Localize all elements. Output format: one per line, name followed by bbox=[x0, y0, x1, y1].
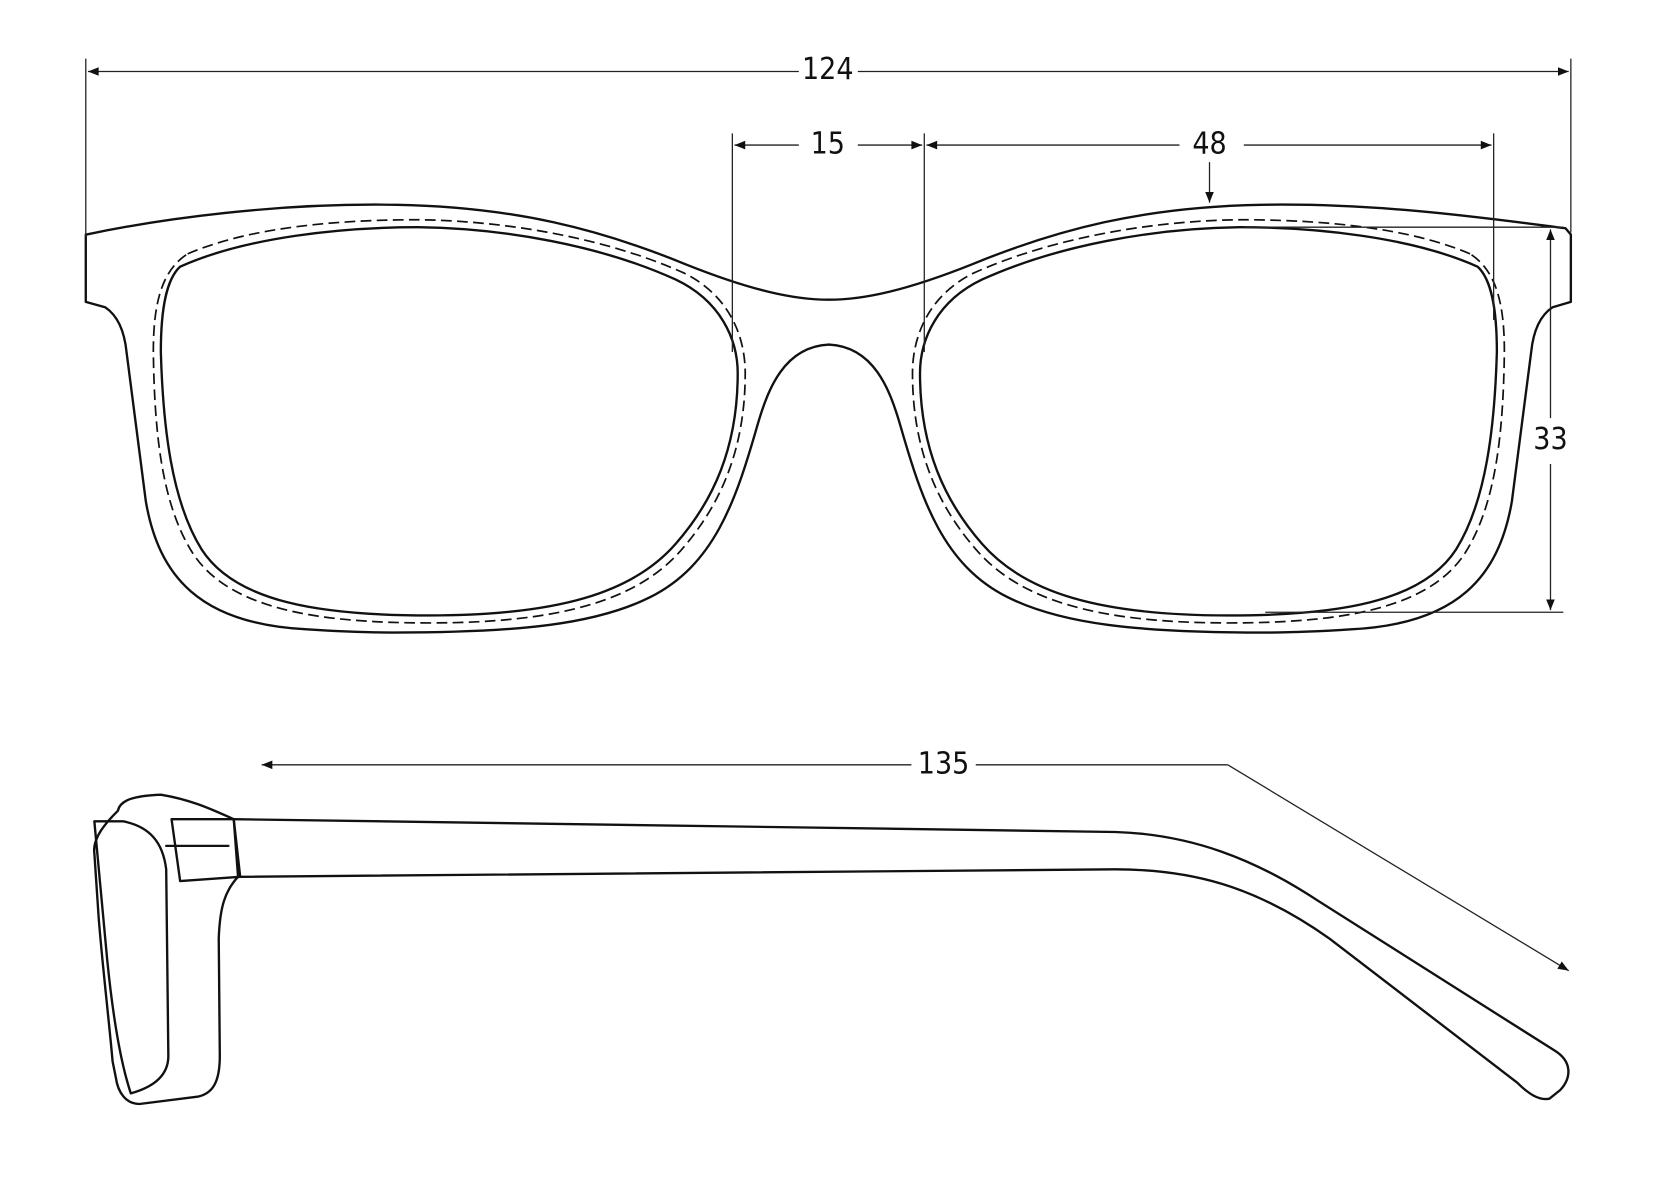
temple-length-label: 135 bbox=[918, 746, 970, 781]
bridge-width-label: 15 bbox=[811, 127, 845, 162]
right-lens-dashed bbox=[911, 218, 1506, 624]
hinge-block bbox=[170, 818, 242, 883]
total-width-label: 124 bbox=[802, 52, 854, 87]
left-lens-dashed bbox=[152, 218, 747, 624]
side-view bbox=[93, 793, 1570, 1106]
dimension-lens-width: 48 bbox=[926, 127, 1495, 320]
right-lens-rim bbox=[918, 226, 1499, 617]
temple-arm bbox=[232, 818, 1570, 1101]
dimension-total-width: 124 bbox=[85, 52, 1572, 237]
frame-outline bbox=[84, 203, 1573, 634]
lens-edge-side bbox=[93, 820, 170, 1095]
front-rim-side bbox=[93, 793, 240, 1106]
dimension-temple-length: 135 bbox=[261, 746, 1570, 972]
lens-height-label: 33 bbox=[1533, 422, 1567, 457]
lens-width-label: 48 bbox=[1192, 127, 1226, 162]
left-lens-rim bbox=[159, 226, 739, 617]
dimension-lens-height: 33 bbox=[1243, 226, 1568, 613]
front-view bbox=[84, 203, 1573, 634]
dimension-bridge-width: 15 bbox=[731, 127, 925, 352]
